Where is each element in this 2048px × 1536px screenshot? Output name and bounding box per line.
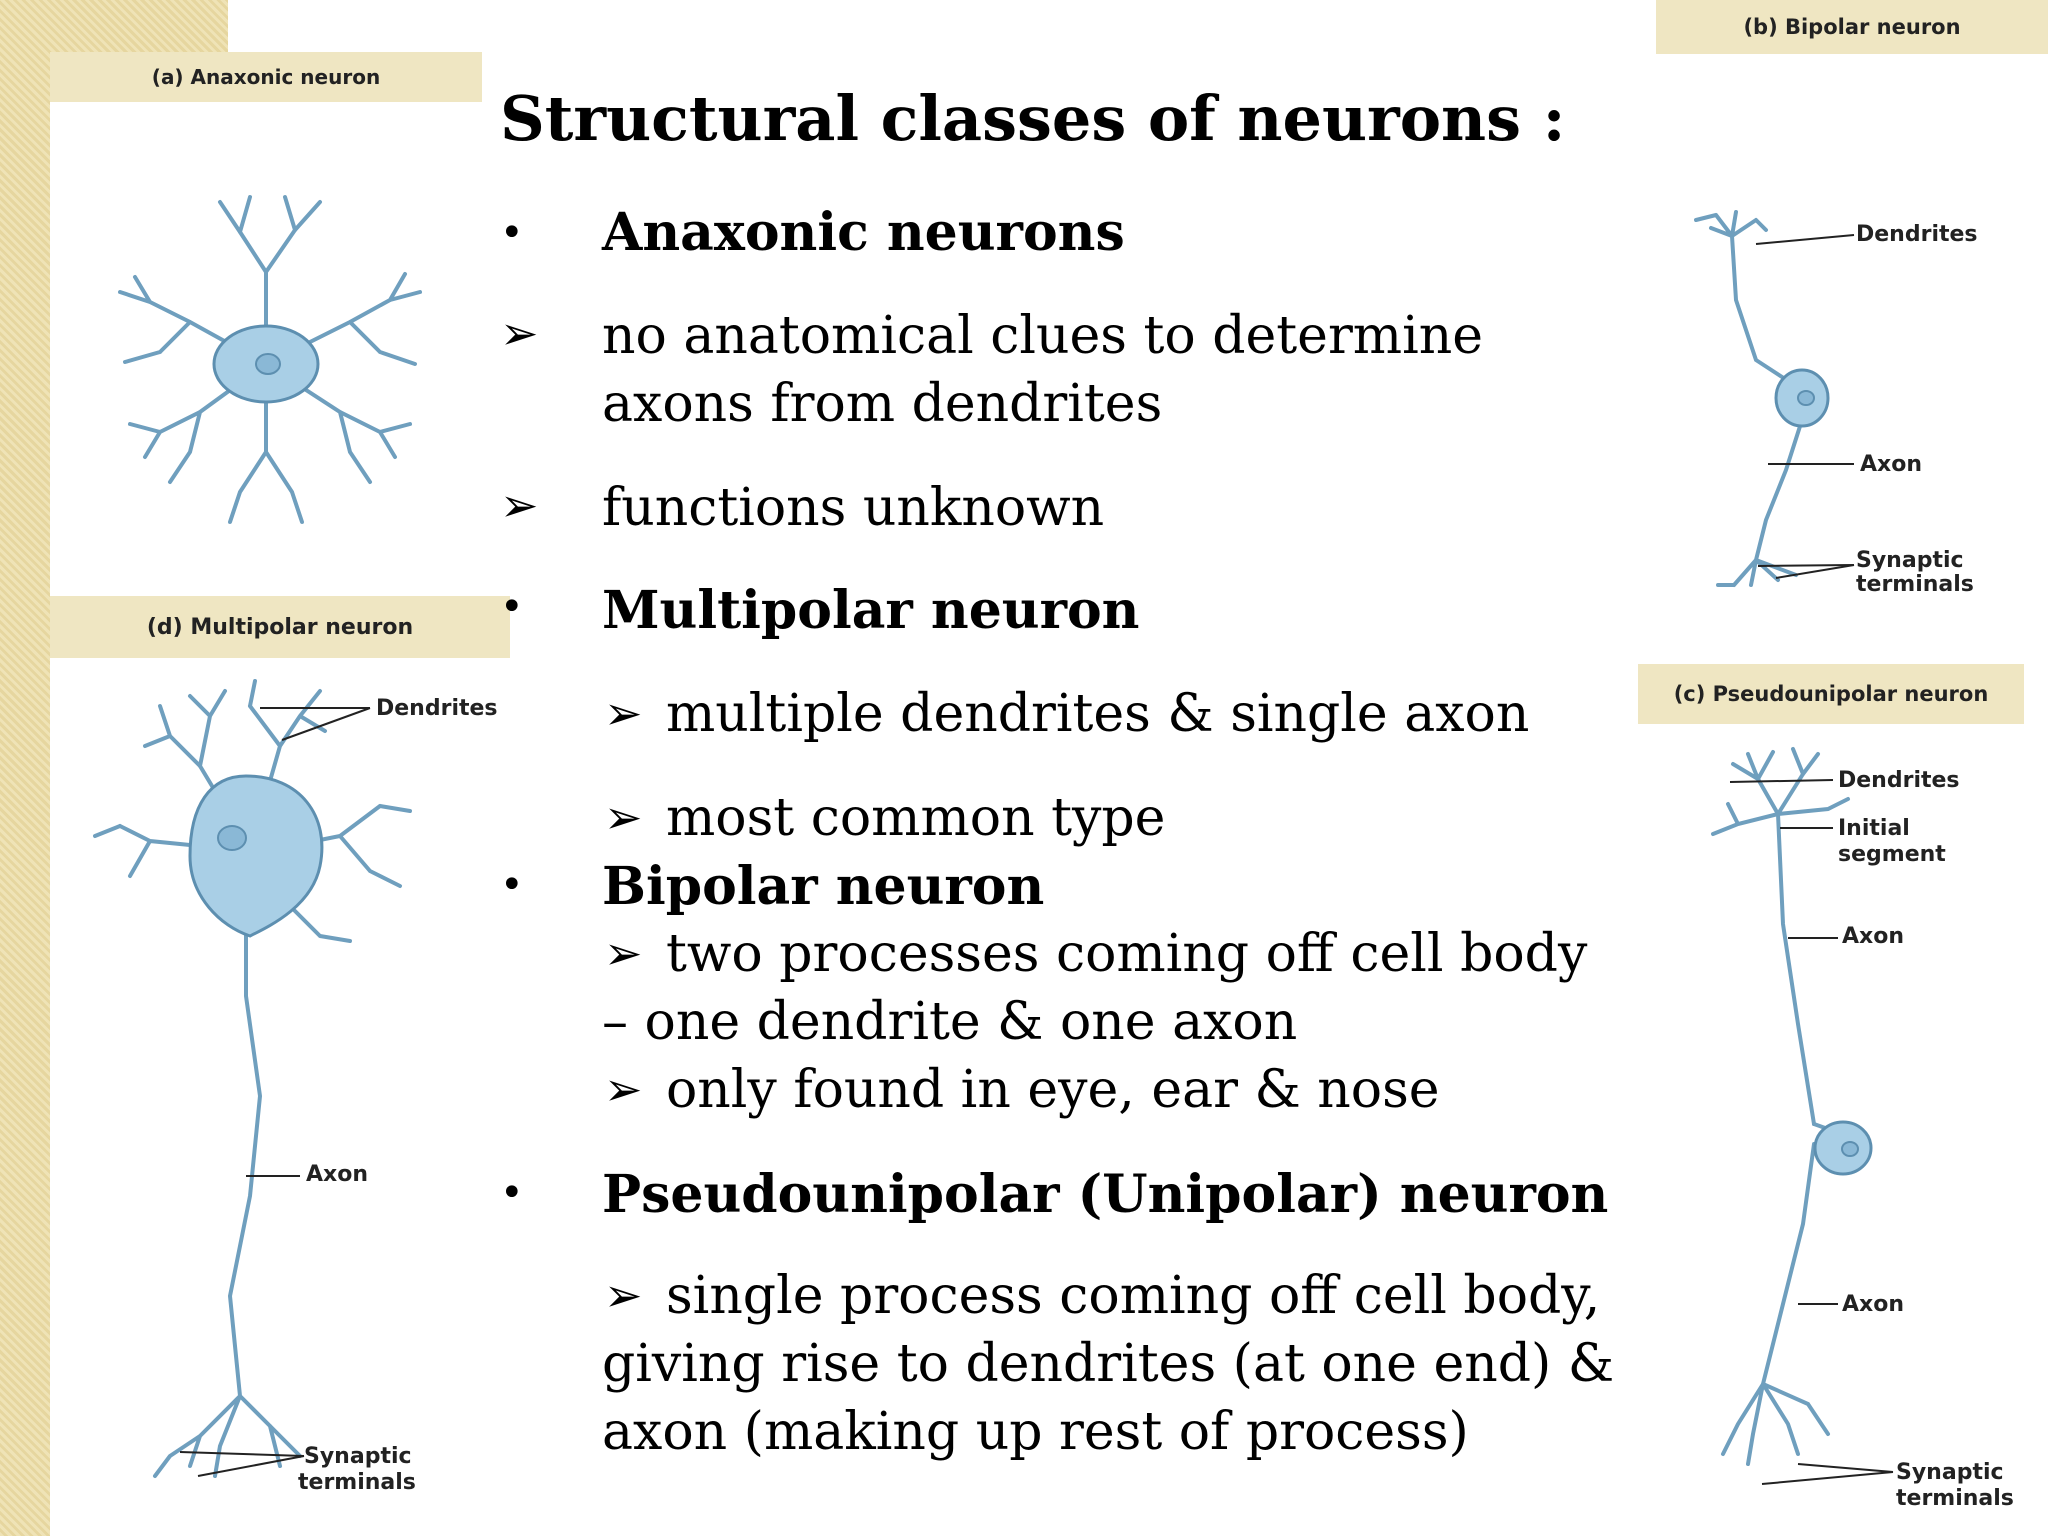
bipolar-neuron-drawing bbox=[1694, 210, 1855, 587]
label-dendrites: Dendrites bbox=[376, 696, 498, 721]
arrow-bullet: ➢ bbox=[604, 1062, 643, 1116]
bipolar-heading: Bipolar neuron bbox=[602, 856, 1045, 917]
anaxonic-point-1-line-1: no anatomical clues to determine bbox=[602, 306, 1484, 366]
label-axon: Axon bbox=[1860, 452, 1922, 477]
arrow-bullet: ➢ bbox=[604, 686, 643, 740]
pseudounipolar-neuron-drawing bbox=[1711, 747, 1894, 1485]
pseudounipolar-heading: Pseudounipolar (Unipolar) neuron bbox=[602, 1164, 1609, 1225]
slide-title: Structural classes of neurons : bbox=[500, 82, 1566, 155]
multipolar-heading: Multipolar neuron bbox=[602, 580, 1140, 641]
label-dendrites: Dendrites bbox=[1838, 768, 1960, 793]
label-axon: Axon bbox=[306, 1162, 368, 1187]
arrow-bullet: ➢ bbox=[500, 478, 539, 532]
anaxonic-point-1-line-2: axons from dendrites bbox=[602, 374, 1163, 434]
label-terminals: terminals bbox=[298, 1470, 416, 1495]
pseudounipolar-point-1-line-3: axon (making up rest of process) bbox=[602, 1402, 1469, 1462]
figure-caption: (b) Bipolar neuron bbox=[1656, 0, 2048, 54]
bullet: • bbox=[500, 210, 524, 256]
anaxonic-figure: (a) Anaxonic neuron bbox=[50, 52, 482, 600]
bipolar-point-1-line-2: – one dendrite & one axon bbox=[602, 992, 1298, 1052]
label-synaptic: Synaptic bbox=[1896, 1460, 2004, 1485]
label-axon-top: Axon bbox=[1842, 924, 1904, 949]
figure-caption: (c) Pseudounipolar neuron bbox=[1638, 664, 2024, 724]
bullet: • bbox=[500, 862, 524, 908]
bipolar-point-1-line-1: two processes coming off cell body bbox=[666, 924, 1588, 984]
arrow-bullet: ➢ bbox=[604, 790, 643, 844]
label-initial: Initial bbox=[1838, 816, 1910, 841]
anaxonic-neuron-drawing bbox=[118, 195, 422, 524]
label-terminals: terminals bbox=[1856, 572, 1974, 597]
bipolar-figure: (b) Bipolar neuron Dendrites Axon Synapt… bbox=[1656, 0, 2048, 610]
anaxonic-point-2: functions unknown bbox=[602, 478, 1105, 538]
multipolar-point-1: multiple dendrites & single axon bbox=[666, 684, 1530, 744]
arrow-bullet: ➢ bbox=[604, 1268, 643, 1322]
bullet: • bbox=[500, 1170, 524, 1216]
multipolar-point-2: most common type bbox=[666, 788, 1166, 848]
label-synaptic: Synaptic bbox=[304, 1444, 412, 1469]
multipolar-neuron-drawing bbox=[93, 679, 412, 1478]
pseudounipolar-figure: (c) Pseudounipolar neuron Dendrites Init… bbox=[1638, 664, 2024, 1536]
figure-caption: (d) Multipolar neuron bbox=[50, 596, 510, 658]
arrow-bullet: ➢ bbox=[604, 926, 643, 980]
label-terminals: terminals bbox=[1896, 1486, 2014, 1511]
pseudounipolar-point-1-line-2: giving rise to dendrites (at one end) & bbox=[602, 1334, 1615, 1394]
label-axon-bottom: Axon bbox=[1842, 1292, 1904, 1317]
multipolar-figure: (d) Multipolar neuron Dendrites Axon Syn… bbox=[50, 596, 510, 1536]
arrow-bullet: ➢ bbox=[500, 306, 539, 360]
anaxonic-heading: Anaxonic neurons bbox=[602, 202, 1125, 263]
bullet: • bbox=[500, 584, 524, 630]
figure-caption: (a) Anaxonic neuron bbox=[50, 52, 482, 102]
label-synaptic: Synaptic bbox=[1856, 548, 1964, 573]
label-dendrites: Dendrites bbox=[1856, 222, 1978, 247]
pseudounipolar-point-1-line-1: single process coming off cell body, bbox=[666, 1266, 1601, 1326]
bipolar-point-2: only found in eye, ear & nose bbox=[666, 1060, 1440, 1120]
label-segment: segment bbox=[1838, 842, 1946, 867]
